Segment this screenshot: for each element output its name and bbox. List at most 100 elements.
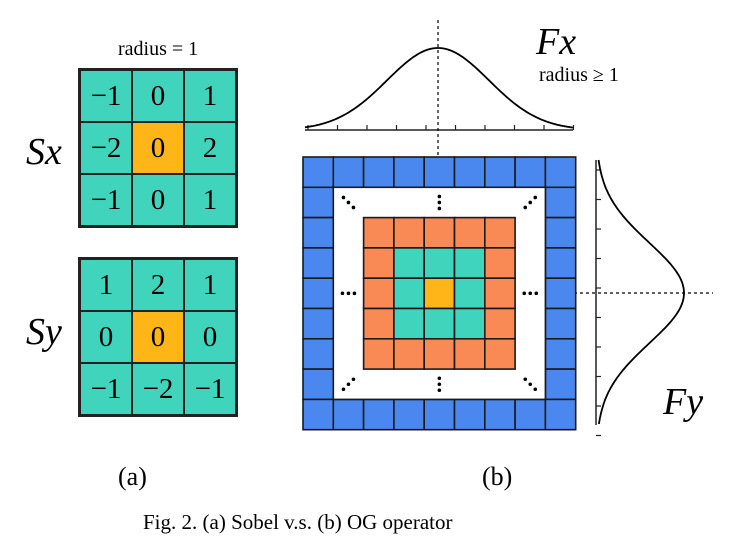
ellipsis-dot: [341, 195, 346, 200]
fx-ticks: [307, 125, 575, 130]
ellipsis-dot: [352, 291, 357, 296]
outer-blue-cell: [332, 398, 365, 431]
inner-kernel-cell: [453, 277, 486, 310]
kernel-cell: 2: [184, 122, 236, 174]
sx-label: Sx: [26, 131, 62, 173]
inner-kernel-cell: [362, 247, 395, 279]
inner-kernel-cell: [453, 247, 486, 279]
inner-kernel-cell: [393, 307, 425, 340]
outer-blue-cell: [544, 337, 577, 370]
inner-kernel-cell: [423, 216, 456, 249]
outer-blue-cell: [393, 398, 425, 431]
outer-blue-cell: [302, 216, 335, 249]
fy-label: Fy: [663, 381, 704, 423]
ellipsis-dots: [340, 194, 539, 393]
inner-kernel-cell: [423, 307, 456, 340]
kernel-cell: 0: [184, 311, 236, 363]
outer-blue-cell: [302, 277, 335, 310]
panel-b-label: (b): [482, 462, 513, 491]
fx-gaussian-plot: [304, 20, 575, 160]
fx-radius-label: radius ≥ 1: [539, 64, 619, 86]
outer-blue-cell: [423, 398, 456, 431]
kernel-cell: 1: [80, 259, 132, 311]
outer-blue-cell: [453, 398, 486, 431]
inner-kernel-cell: [393, 277, 425, 310]
inner-kernel-cell: [362, 216, 395, 249]
fx-gaussian-curve: [304, 47, 574, 129]
inner-kernel-cell: [453, 216, 486, 249]
ellipsis-dot: [351, 377, 356, 382]
inner-kernel-cell: [423, 247, 456, 279]
ellipsis-dot: [346, 200, 351, 205]
ellipsis-dot: [523, 205, 528, 210]
ellipsis-dot: [533, 387, 538, 392]
kernel-cell: −1: [80, 363, 132, 415]
outer-blue-cell: [544, 247, 577, 279]
kernel-cell: −1: [80, 174, 132, 226]
ellipsis-dot: [533, 195, 538, 200]
inner-kernel-cell: [423, 337, 456, 370]
kernel-cell: −2: [132, 363, 184, 415]
ellipsis-dot: [340, 291, 345, 296]
kernel-cell: 0: [132, 311, 184, 363]
ellipsis-dot: [528, 200, 533, 205]
figure-caption: Fig. 2. (a) Sobel v.s. (b) OG operator: [143, 510, 453, 534]
ellipsis-dot: [437, 376, 442, 381]
outer-blue-cell: [514, 156, 547, 189]
inner-kernel-cell: [453, 307, 486, 340]
outer-blue-cell: [453, 156, 486, 189]
kernel-cell: 1: [184, 259, 236, 311]
outer-blue-cell: [302, 247, 335, 279]
ellipsis-dot: [346, 291, 351, 296]
fy-gaussian-plot: [574, 159, 713, 437]
outer-blue-cell: [302, 368, 335, 401]
inner-kernel-cell: [393, 216, 425, 249]
inner-kernel-cell: [362, 337, 395, 370]
inner-kernel-cell: [393, 337, 425, 370]
kernel-cell: −1: [80, 70, 132, 122]
inner-kernel-cell: [483, 307, 516, 340]
outer-blue-cell: [544, 156, 577, 189]
ellipsis-dot: [437, 200, 442, 205]
outer-blue-cell: [362, 156, 395, 189]
outer-blue-cell: [302, 186, 335, 219]
ellipsis-dot: [351, 205, 356, 210]
ellipsis-dot: [534, 291, 539, 296]
ellipsis-dot: [341, 387, 346, 392]
outer-blue-cell: [544, 307, 577, 340]
outer-blue-cell: [544, 398, 577, 431]
ellipsis-dot: [528, 291, 533, 296]
outer-blue-cell: [544, 186, 577, 219]
ellipsis-dot: [346, 382, 351, 387]
kernel-cell: −2: [80, 122, 132, 174]
sy-label: Sy: [26, 311, 62, 353]
fx-label: Fx: [536, 21, 577, 63]
radius-label-a: radius = 1: [118, 38, 199, 60]
kernel-cell: −1: [184, 363, 236, 415]
kernel-cell: 0: [132, 174, 184, 226]
outer-blue-cell: [362, 398, 395, 431]
outer-blue-cell: [423, 156, 456, 189]
inner-kernel-cell: [483, 337, 516, 370]
kernel-cell: 0: [132, 70, 184, 122]
ellipsis-dot: [437, 206, 442, 211]
outer-blue-cell: [544, 277, 577, 310]
inner-kernel-cell: [393, 247, 425, 279]
kernel-cell: 1: [184, 174, 236, 226]
panel-a-label: (a): [118, 462, 147, 491]
ellipsis-dot: [437, 382, 442, 387]
kernel-cell: 1: [184, 70, 236, 122]
inner-kernel-cell: [453, 337, 486, 370]
outer-blue-cell: [483, 156, 516, 189]
inner-kernel-cell: [483, 216, 516, 249]
inner-kernel-cell: [362, 277, 395, 310]
inner-kernel-cell: [483, 247, 516, 279]
kernel-cell: 2: [132, 259, 184, 311]
kernel-cell: 0: [132, 122, 184, 174]
outer-blue-cell: [514, 398, 547, 431]
outer-blue-cell: [302, 398, 335, 431]
og-kernel-grid: [302, 156, 577, 431]
